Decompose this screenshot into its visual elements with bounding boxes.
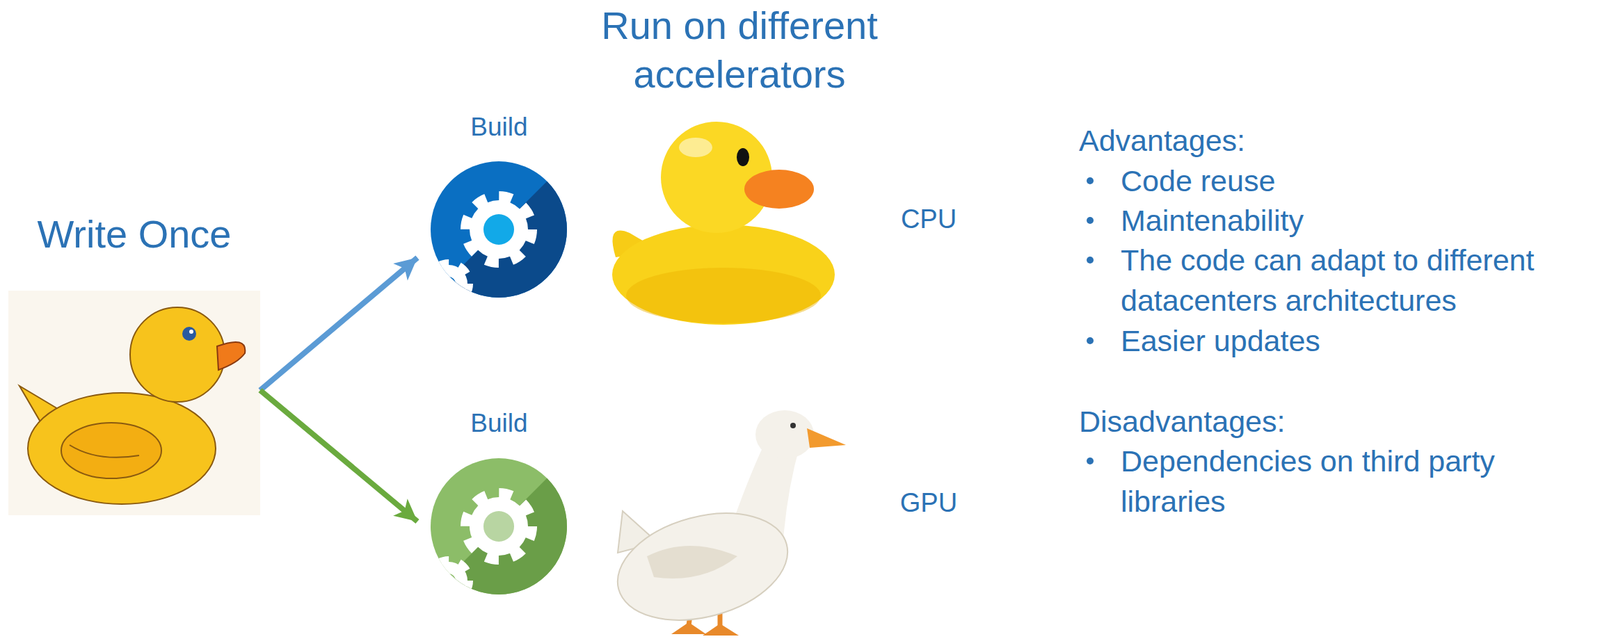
build-gear-icon-part-part [427,262,470,305]
list-item: Dependencies on third party libraries [1120,441,1594,522]
list-item: Maintenability [1120,200,1594,241]
list-item: Code reuse [1120,160,1594,202]
rubber-duck-photo-part [744,169,814,209]
step-label: Build [417,111,581,144]
cartoon-duck-part [61,422,162,479]
rubber-duck-photo-part [626,267,821,324]
list-item: The code can adapt to different datacent… [1120,240,1594,321]
label-box: Disadvantages: [1078,401,1566,442]
title: Run on different accelerators [558,1,921,99]
build-gear-icon [422,153,576,307]
label-box: CPU [893,202,964,236]
accelerator-label: GPU [893,486,964,520]
accelerator-label: CPU [893,202,964,236]
build-gear-icon [422,450,576,604]
label-box: Dependencies on third party libraries [1120,441,1594,522]
build-gear-icon-part [469,497,528,556]
label-box: The code can adapt to different datacent… [1120,240,1594,321]
write-once-box: Write Once [8,201,261,517]
build-gear-icon-part-part-part [441,573,456,588]
label-box: Maintenability [1120,200,1594,241]
build-box: Build [417,406,581,599]
label-box: GPU [893,486,964,520]
label-box: Advantages: [1078,120,1566,161]
build-gear-icon-part-part [422,153,576,307]
cartoon-duck [8,290,261,516]
flow-arrow [260,390,418,522]
white-duck-photo [605,410,846,638]
build-gear-icon-part-part-part [427,262,470,305]
heading-text: Write Once [8,211,261,258]
list-item: Easier updates [1120,320,1594,362]
build-gear-icon-part [483,214,515,245]
cartoon-duck-part [130,307,225,403]
cartoon-duck-part [27,393,216,505]
cartoon-duck-part [8,290,261,516]
label-box: Code reuse [1120,160,1594,202]
build-gear-icon-part-part-part [429,562,468,600]
build-box: Build [417,107,581,303]
build-gear-icon-part-part [422,450,576,604]
build-gear-icon-part [469,200,528,259]
white-duck-photo-part [806,428,846,448]
rubber-duck-photo-part [736,148,750,167]
white-duck-photo-part [755,410,814,460]
build-gear-icon-part [422,450,576,604]
build-gear-icon-part-part-part [429,265,468,303]
white-duck-photo-part [671,622,707,635]
cartoon-duck-part [69,445,140,458]
build-gear-icon-part-part-part [427,560,470,602]
build-gear-icon-part [466,494,531,559]
white-duck-photo-part [702,624,739,636]
bullet-dot [1086,337,1094,345]
white-duck-photo-part [790,422,796,429]
cartoon-duck-part [182,326,197,341]
step-label: Build [417,407,581,440]
bullet-dot [1086,217,1094,224]
list-heading: Disadvantages: [1078,401,1566,442]
build-gear-icon-part [466,197,531,262]
build-gear-icon-part [422,153,576,307]
build-gear-icon-part-part [427,560,470,602]
rubber-duck-photo [612,121,835,325]
build-gear-icon-part-part-part [441,276,456,291]
bullet-dot [1086,457,1094,465]
rubber-duck-photo-part [678,137,713,158]
title-box: Run on different accelerators [558,1,921,99]
bullet-dot [1086,177,1094,185]
white-duck-photo-part [605,496,800,638]
cartoon-duck-part [189,329,194,334]
bullet-dot [1086,256,1094,264]
list-heading: Advantages: [1078,120,1566,161]
build-gear-icon-part [483,511,515,542]
white-duck-photo-part [646,546,738,579]
rubber-duck-photo-part [612,224,835,325]
flow-arrow [260,258,418,391]
label-box: Easier updates [1120,320,1594,362]
cartoon-duck-part [217,342,245,371]
